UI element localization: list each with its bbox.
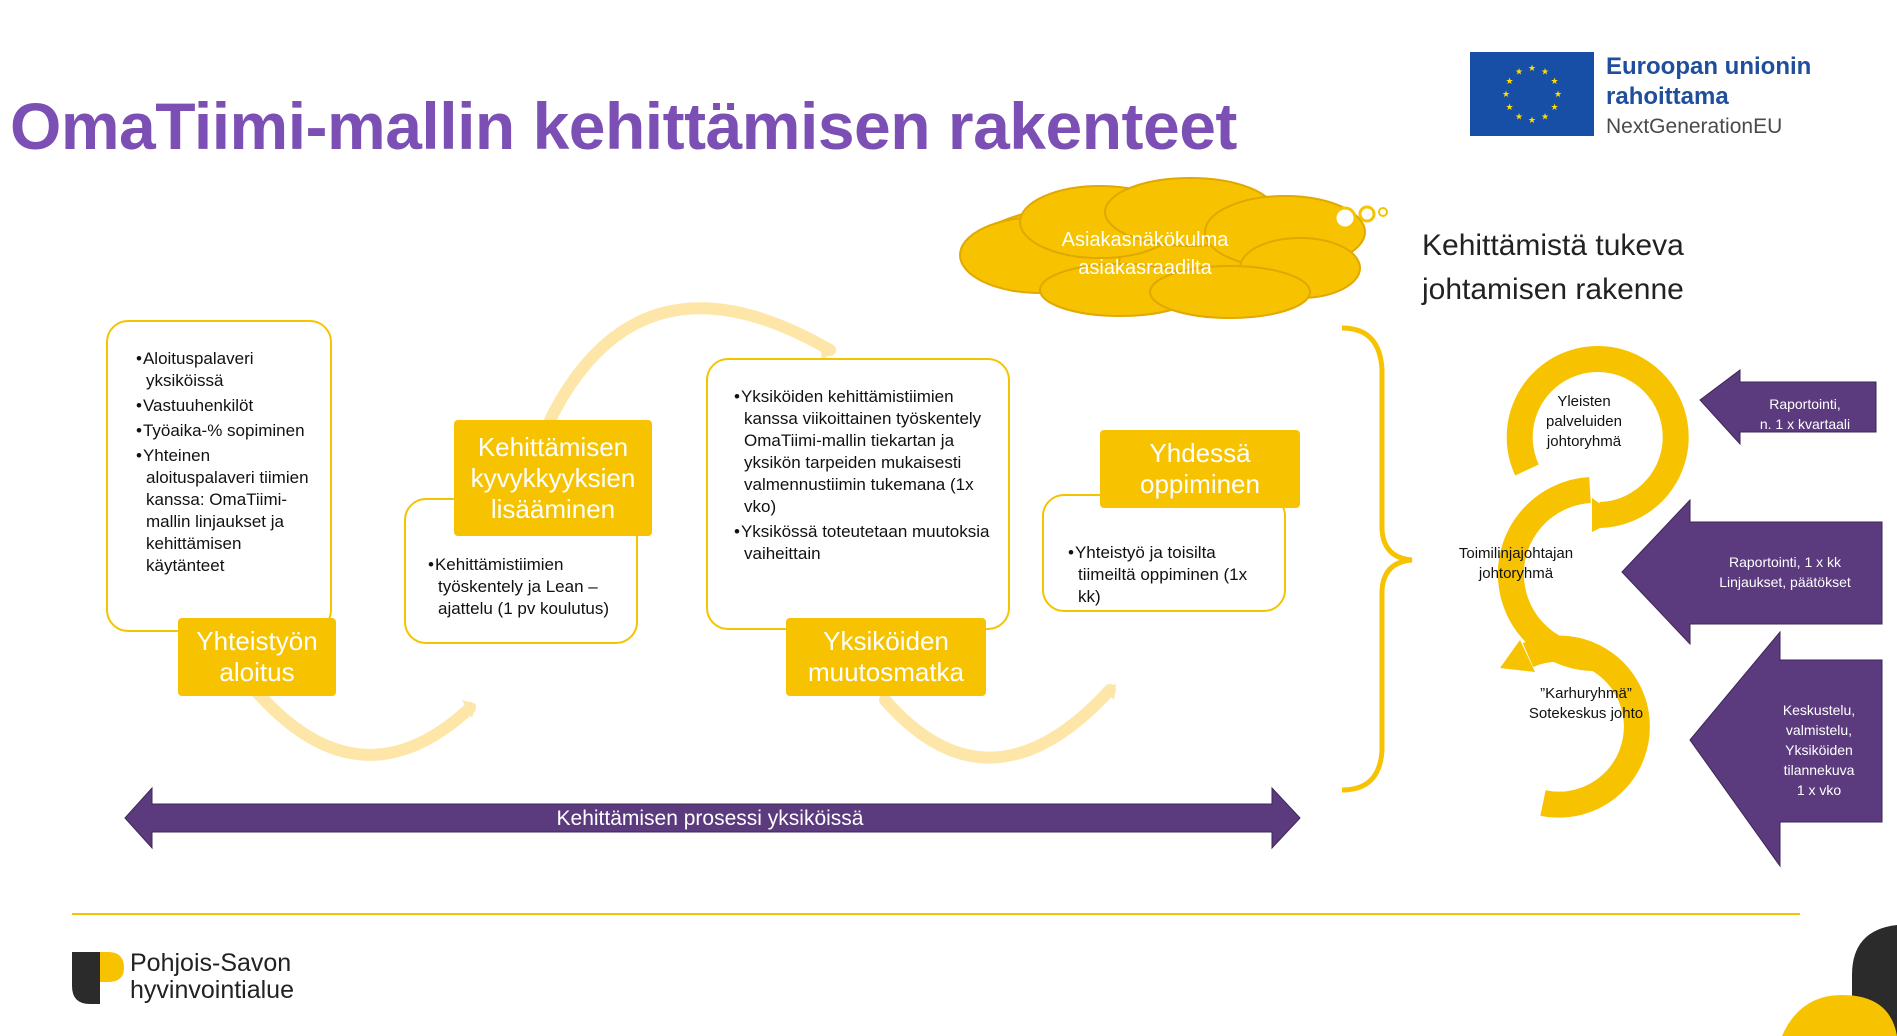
management-title: Kehittämistä tukeva johtamisen rakenne	[1422, 229, 1684, 306]
eu-star-icon: ★	[1515, 112, 1523, 122]
process-label: Kehittämisen prosessi yksiköissä	[556, 807, 864, 830]
purple-arrow-1	[1699, 369, 1877, 446]
stage-2-bullets: Kehittämistiimien työskentely ja Lean –a…	[428, 554, 622, 620]
footer-divider	[72, 913, 1800, 915]
eu-logo-line1: Euroopan unionin	[1606, 53, 1812, 80]
eu-star-icon: ★	[1505, 102, 1513, 112]
stage-4-bullets: Yhteistyö ja toisilta tiimeiltä oppimine…	[1068, 542, 1270, 608]
eu-logo-line3: NextGenerationEU	[1606, 115, 1783, 138]
org-name: Pohjois-Savon hyvinvointialue	[130, 949, 294, 1004]
eu-star-icon: ★	[1541, 66, 1549, 76]
page-title: OmaTiimi-mallin kehittämisen rakenteet	[10, 89, 1237, 163]
ring-3	[1522, 635, 1650, 818]
cloud-text: Asiakasnäkökulma asiakasraadilta	[1061, 229, 1229, 279]
curve-arrow-2	[544, 302, 836, 426]
arrow-label-1: Raportointi, n. 1 x kvartaali	[1759, 396, 1851, 432]
list-item: Yksiköiden kehittämistiimien kanssa viik…	[734, 386, 992, 518]
curve-arrow-3	[879, 684, 1116, 764]
eu-star-icon: ★	[1554, 89, 1562, 99]
list-item: Yhteistyö ja toisilta tiimeiltä oppimine…	[1068, 542, 1270, 608]
stage-box-3: Yksiköiden kehittämistiimien kanssa viik…	[706, 358, 1010, 630]
curve-arrow-1	[249, 684, 476, 761]
thought-cloud-icon	[959, 177, 1366, 319]
eu-star-icon: ★	[1515, 66, 1523, 76]
list-item: Aloituspalaveri yksiköissä	[136, 348, 316, 392]
ring-1	[1506, 346, 1689, 528]
arrow-label-3: Keskustelu, valmistelu, Yksiköiden tilan…	[1782, 702, 1856, 798]
eu-star-icon: ★	[1502, 89, 1510, 99]
stage-3-bullets: Yksiköiden kehittämistiimien kanssa viik…	[734, 386, 992, 565]
stage-label-2: Kehittämisen kyvykkyyksien lisääminen	[454, 420, 652, 536]
eu-star-icon: ★	[1541, 112, 1549, 122]
eu-star-icon: ★	[1528, 63, 1536, 73]
process-double-arrow	[124, 786, 1301, 850]
list-item: Yhteinen aloituspalaveri tiimien kanssa:…	[136, 445, 316, 577]
stage-label-3: Yksiköiden muutosmatka	[786, 618, 986, 696]
stage-label-4: Yhdessä oppiminen	[1100, 430, 1300, 508]
list-item: Vastuuhenkilöt	[136, 395, 316, 417]
eu-star-icon: ★	[1528, 115, 1536, 125]
org-logo-icon	[72, 952, 124, 1004]
stage-1-bullets: Aloituspalaveri yksiköissä Vastuuhenkilö…	[136, 348, 316, 577]
brace-icon	[1341, 325, 1413, 793]
purple-arrow-2	[1621, 498, 1883, 646]
eu-star-icon: ★	[1550, 76, 1558, 86]
stage-label-1: Yhteistyön aloitus	[178, 618, 336, 696]
stage-box-4: Yhteistyö ja toisilta tiimeiltä oppimine…	[1042, 494, 1286, 612]
stage-box-1: Aloituspalaveri yksiköissä Vastuuhenkilö…	[106, 320, 332, 632]
purple-arrow-3	[1689, 630, 1883, 868]
eu-logo-line2: rahoittama	[1606, 83, 1729, 110]
ring-label-2: Toimilinjajohtajan johtoryhmä	[1458, 545, 1574, 582]
arrow-label-2: Raportointi, 1 x kk Linjaukset, päätökse…	[1719, 554, 1851, 590]
list-item: Yksikössä toteutetaan muutoksia vaiheitt…	[734, 521, 992, 565]
ring-label-1: Yleisten palveluiden johtoryhmä	[1546, 393, 1622, 450]
eu-flag-icon: ★★★★★★★★★★★★	[1470, 52, 1594, 136]
list-item: Työaika-% sopiminen	[136, 420, 316, 442]
eu-star-icon: ★	[1505, 76, 1513, 86]
ring-label-3: ”Karhuryhmä” Sotekeskus johto	[1528, 685, 1644, 722]
list-item: Kehittämistiimien työskentely ja Lean –a…	[428, 554, 622, 620]
eu-star-icon: ★	[1550, 102, 1558, 112]
